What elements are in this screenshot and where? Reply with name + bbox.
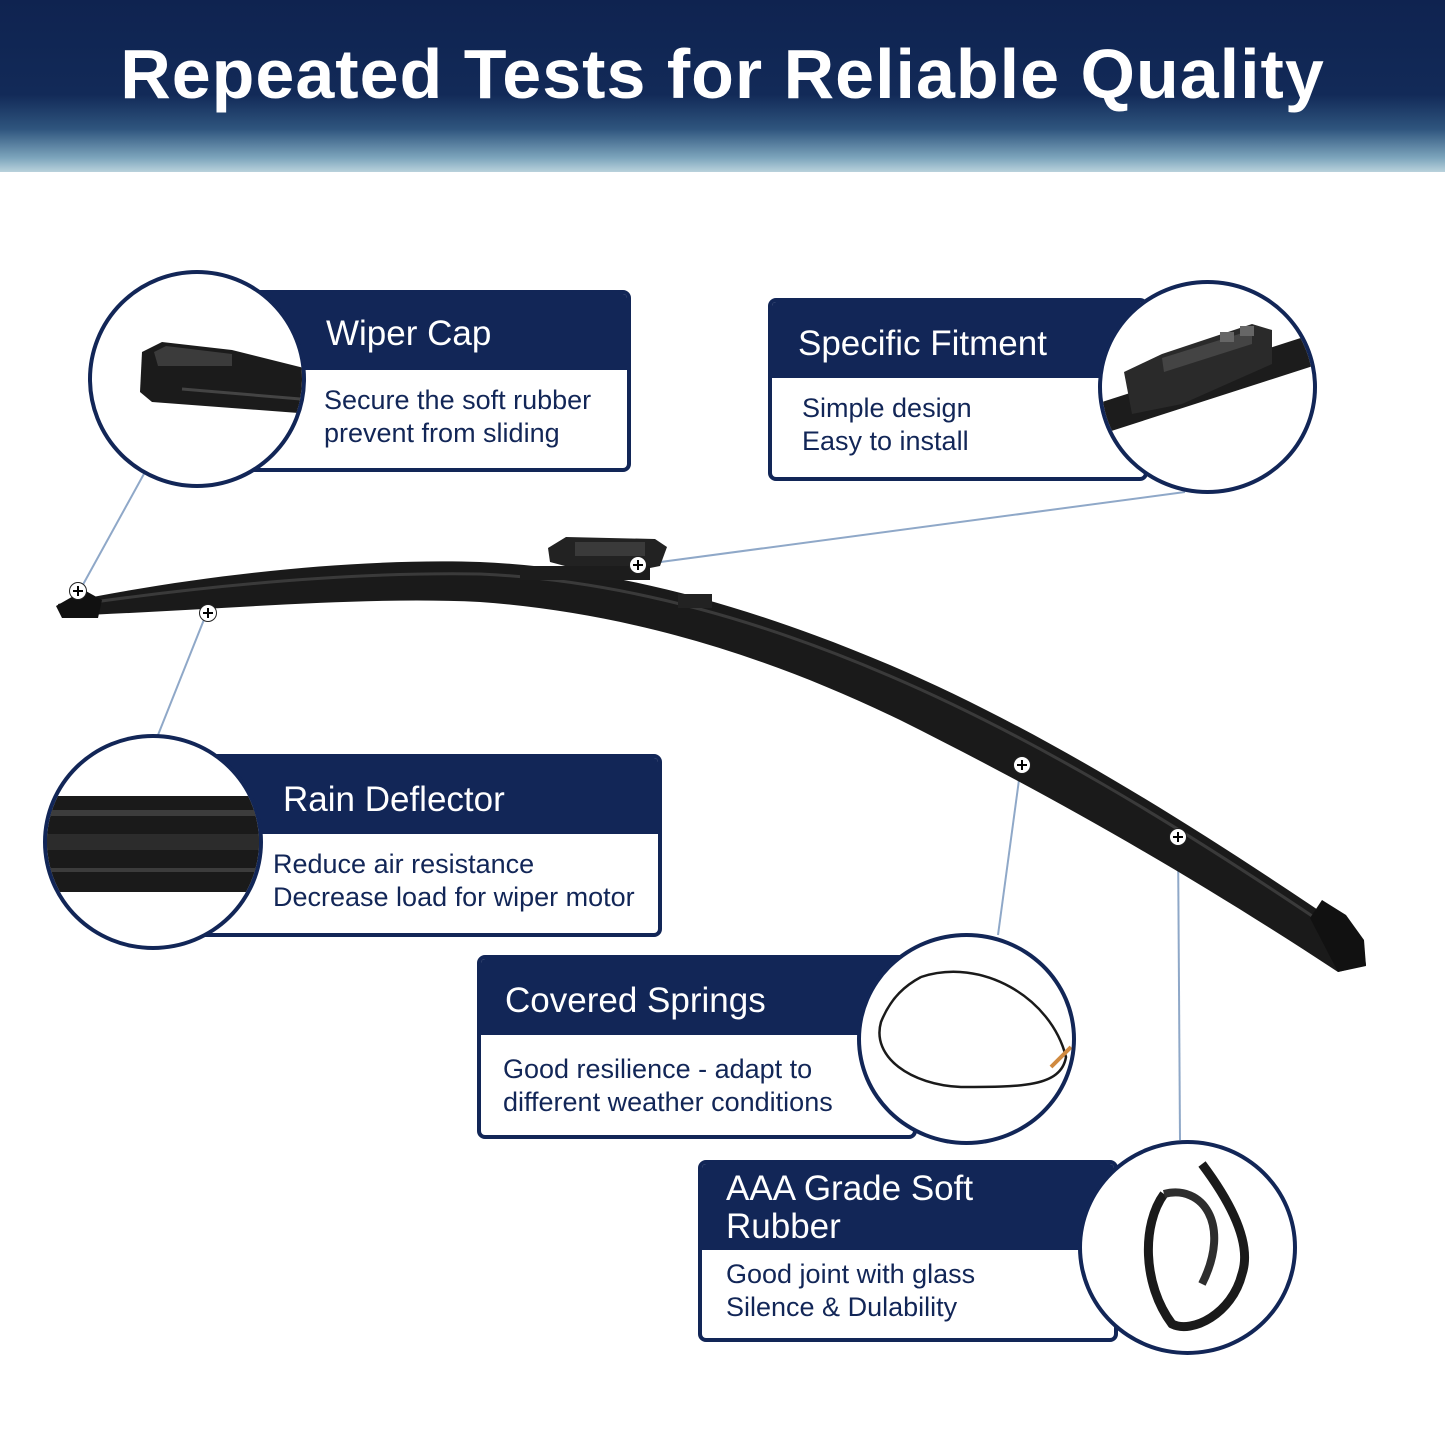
- leader-line-specific-fitment: [637, 491, 1186, 566]
- plus-marker-icon: [69, 582, 87, 600]
- feature-card-soft-rubber: AAA Grade Soft Rubber Good joint with gl…: [698, 1160, 1118, 1342]
- feature-description-line: Good joint with glass: [726, 1259, 976, 1289]
- feature-description-line: Secure the soft rubber: [324, 385, 592, 415]
- feature-card-covered-springs: Covered Springs Good resilience - adapt …: [477, 955, 917, 1139]
- leader-line-rain-deflector: [157, 611, 208, 736]
- detail-bubble-specific-fitment: [1098, 280, 1317, 494]
- detail-bubble-wiper-cap: [88, 270, 306, 488]
- feature-title: AAA Grade Soft Rubber: [702, 1164, 1114, 1250]
- blade-clip-segment: [678, 594, 712, 608]
- feature-description: Good joint with glass Silence & Dulabili…: [726, 1258, 975, 1324]
- feature-card-rain-deflector: Rain Deflector Reduce air resistance Dec…: [195, 754, 662, 937]
- page-title: Repeated Tests for Reliable Quality: [120, 35, 1325, 113]
- deflector-strip-icon: [47, 796, 259, 892]
- wiper-end-cap-left: [56, 590, 102, 618]
- leader-line-wiper-cap: [79, 471, 146, 591]
- feature-card-wiper-cap: Wiper Cap Secure the soft rubber prevent…: [246, 290, 631, 472]
- feature-title-line: Rubber: [726, 1207, 841, 1246]
- feature-description-line: Easy to install: [802, 426, 969, 456]
- feature-title-line: AAA Grade Soft: [726, 1169, 974, 1208]
- detail-bubble-soft-rubber: [1078, 1140, 1297, 1355]
- wiper-end-cap-right: [1310, 900, 1366, 972]
- feature-description-line: prevent from sliding: [324, 418, 560, 448]
- feature-card-specific-fitment: Specific Fitment Simple design Easy to i…: [768, 298, 1148, 481]
- leader-line-soft-rubber: [1177, 836, 1181, 1141]
- feature-title: Covered Springs: [481, 959, 913, 1035]
- feature-title: Specific Fitment: [772, 302, 1144, 378]
- rubber-refill-icon: [1143, 1161, 1250, 1332]
- feature-description-line: Reduce air resistance: [273, 849, 535, 879]
- adapter-clip-icon: [1102, 324, 1313, 434]
- feature-title: Wiper Cap: [250, 294, 627, 370]
- feature-description-line: Simple design: [802, 393, 972, 423]
- wiper-blade-body: [58, 561, 1366, 972]
- feature-description-line: Decrease load for wiper motor: [273, 882, 635, 912]
- plus-marker-icon: [1169, 828, 1187, 846]
- wiper-blade-highlight: [79, 572, 1331, 930]
- plus-marker-icon: [199, 604, 217, 622]
- header-banner: Repeated Tests for Reliable Quality: [0, 0, 1445, 172]
- detail-bubble-rain-deflector: [43, 734, 263, 950]
- detail-bubble-covered-springs: [857, 933, 1076, 1145]
- feature-description-line: different weather conditions: [503, 1087, 833, 1117]
- wiper-cap-icon: [140, 342, 302, 414]
- plus-marker-icon: [1013, 756, 1031, 774]
- feature-description: Secure the soft rubber prevent from slid…: [324, 384, 591, 450]
- feature-description: Reduce air resistance Decrease load for …: [273, 848, 635, 914]
- plus-marker-icon: [629, 556, 647, 574]
- leader-lines: [79, 471, 1186, 1141]
- feature-description: Simple design Easy to install: [802, 392, 972, 458]
- feature-description-line: Silence & Dulability: [726, 1292, 958, 1322]
- feature-description: Good resilience - adapt to different wea…: [503, 1053, 833, 1119]
- leader-line-covered-springs: [997, 764, 1022, 936]
- spring-wire-icon: [878, 970, 1072, 1089]
- feature-title: Rain Deflector: [199, 758, 658, 834]
- feature-description-line: Good resilience - adapt to: [503, 1054, 813, 1084]
